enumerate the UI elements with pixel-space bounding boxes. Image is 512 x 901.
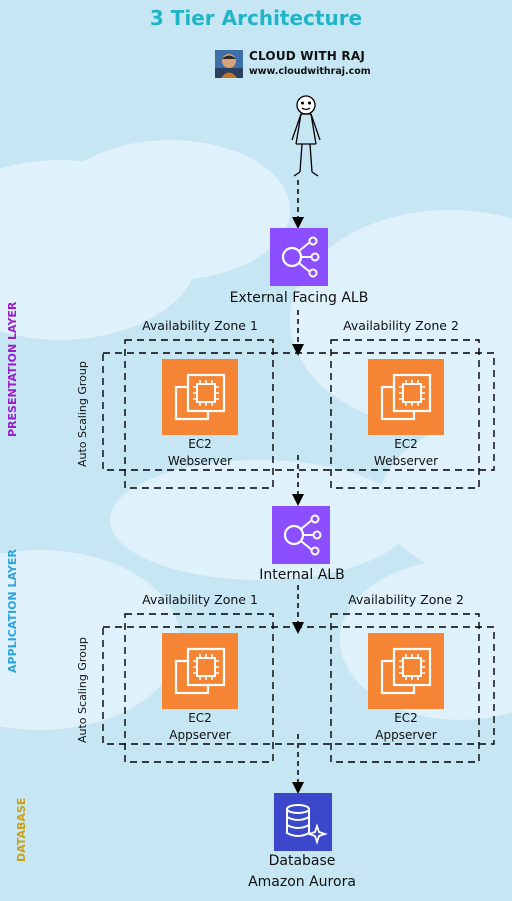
external-alb-icon[interactable] [270,228,328,286]
database-engine-label: Amazon Aurora [248,874,356,890]
database-label: Database [268,853,336,869]
ec2-type: EC2 [394,437,418,451]
ec2-appserver-2-icon[interactable] [368,633,444,709]
ec2-webserver-1-icon[interactable] [162,359,238,435]
presentation-asg-label: Auto Scaling Group [76,361,89,467]
background-clouds [0,140,512,730]
user-stick-figure-icon [291,95,321,177]
presentation-az1-label: Availability Zone 1 [142,318,258,333]
application-az1-box [124,613,274,763]
presentation-asg-box [102,352,495,471]
application-asg-label: Auto Scaling Group [76,637,89,743]
database-layer-label: DATABASE [15,797,28,862]
external-alb-label: External Facing ALB [229,290,369,306]
application-az2-box [330,613,480,763]
ec2-appserver-1-label: EC2 Appserver [169,710,230,744]
application-boxes [102,613,495,763]
presentation-az2-label: Availability Zone 2 [343,318,459,333]
ec2-role: Appserver [375,728,437,742]
internal-alb-label: Internal ALB [259,567,345,583]
ec2-type: EC2 [188,437,212,451]
ec2-webserver-2-label: EC2 Webserver [374,436,438,470]
presentation-az1-box [124,339,274,489]
ec2-type: EC2 [394,711,418,725]
presentation-az2-box [330,339,480,489]
application-az2-label: Availability Zone 2 [348,592,464,607]
presentation-layer-label: PRESENTATION LAYER [6,301,19,437]
brand-name: CLOUD WITH RAJ [249,49,366,63]
page-title: 3 Tier Architecture [149,6,363,30]
ec2-webserver-1-label: EC2 Webserver [168,436,232,470]
application-asg-box [102,626,495,745]
ec2-role: Appserver [169,728,231,742]
application-az1-label: Availability Zone 1 [142,592,258,607]
ec2-appserver-2-label: EC2 Appserver [375,710,436,744]
brand-url: www.cloudwithraj.com [249,66,371,77]
internal-alb-icon[interactable] [272,506,330,564]
avatar [215,50,243,78]
ec2-role: Webserver [373,454,439,468]
ec2-webserver-2-icon[interactable] [368,359,444,435]
ec2-type: EC2 [188,711,212,725]
ec2-appserver-1-icon[interactable] [162,633,238,709]
aurora-database-icon[interactable] [274,793,332,851]
ec2-role: Webserver [167,454,233,468]
presentation-boxes [102,339,495,489]
application-layer-label: APPLICATION LAYER [6,549,19,673]
